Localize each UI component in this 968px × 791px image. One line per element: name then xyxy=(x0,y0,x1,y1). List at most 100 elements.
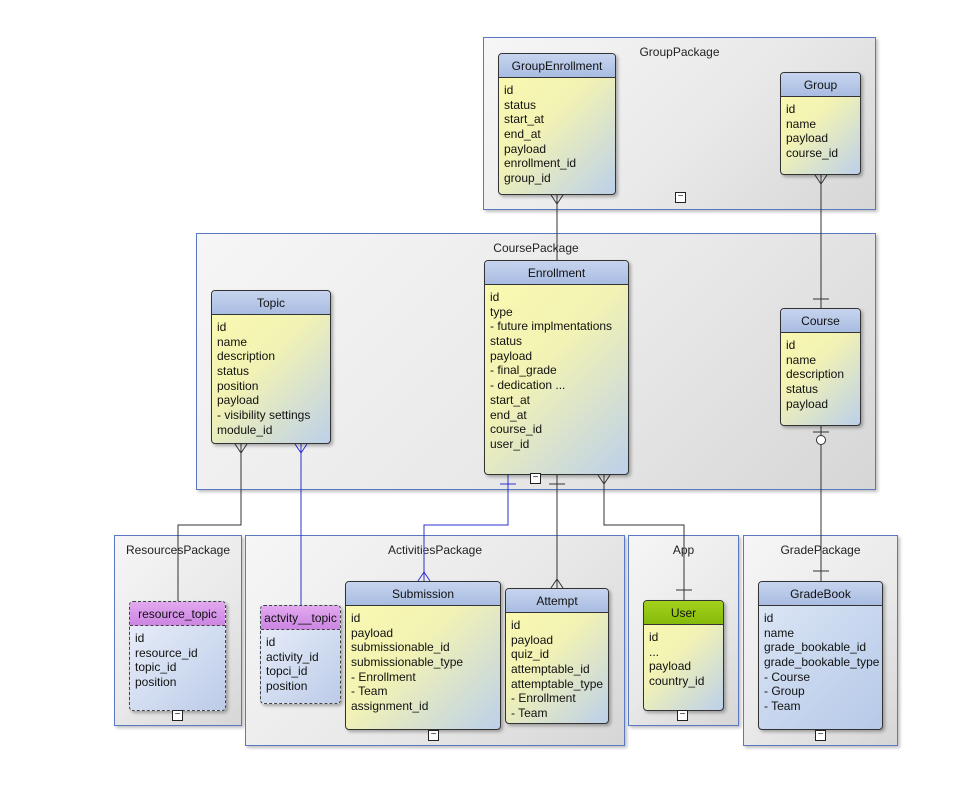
group-package-collapse-button[interactable]: − xyxy=(675,192,686,203)
entity-attribute: id xyxy=(786,338,796,352)
entity-header: Enrollment xyxy=(485,261,628,285)
entity-attribute: name xyxy=(764,625,795,640)
entity-attribute: - visibility settings xyxy=(217,408,311,423)
entity-attribute: id xyxy=(649,630,659,644)
entity-attribute: - dedication ... xyxy=(490,378,566,393)
entity-attribute: id xyxy=(135,631,145,645)
link-topic-resourcetopic xyxy=(177,444,242,601)
entity-attribute: payload xyxy=(504,141,547,156)
entity-header: Group xyxy=(781,73,860,97)
entity-attribute: module_id xyxy=(217,422,273,437)
entity-attribute: - future implmentations xyxy=(490,319,613,334)
entity-header: Topic xyxy=(212,291,330,315)
crowfoot-groupenrollment xyxy=(550,194,564,205)
entity-attribute: - final_grade xyxy=(490,363,557,378)
entity-attribute: name xyxy=(786,352,817,367)
app-package-title: App xyxy=(672,543,695,557)
entity-attribute: - Enrollment xyxy=(351,669,416,684)
circle-course-bottom xyxy=(816,435,826,445)
entity-attribute: position xyxy=(266,679,308,694)
entity-attribute: payload xyxy=(786,396,829,411)
entity-attribute: status xyxy=(504,97,537,112)
entity-attribute: id xyxy=(490,290,500,304)
activities-package-collapse-button[interactable]: − xyxy=(428,730,439,741)
entity-header: resource_topic xyxy=(130,602,225,626)
entity-attribute: end_at xyxy=(490,407,527,422)
entity-attribute: type xyxy=(490,304,513,319)
entity-attribute: status xyxy=(490,334,523,349)
entity-attribute: id xyxy=(504,83,514,97)
entity-header: Course xyxy=(781,309,860,333)
entity-attribute: id xyxy=(217,320,227,334)
link-enrollment-submission xyxy=(423,475,509,581)
entity-attribute: assignment_id xyxy=(351,699,429,714)
entity-attribute: payload xyxy=(786,131,829,146)
entity-attribute: attemptable_type xyxy=(511,676,604,691)
entity-attribute: ... xyxy=(649,644,660,659)
entity-attribute: - Team xyxy=(764,699,801,714)
entity-header: Submission xyxy=(346,582,500,606)
entity-attribute: id xyxy=(266,635,276,649)
entity-attribute: start_at xyxy=(490,392,531,407)
entity-attribute: status xyxy=(217,364,250,379)
entity-attribute: - Group xyxy=(764,684,805,699)
entity-header: Attempt xyxy=(506,589,608,613)
entity-header: actvity__topic xyxy=(261,606,340,630)
entity-attribute: grade_bookable_type xyxy=(764,655,880,670)
entity-attribute: payload xyxy=(511,632,554,647)
entity-attribute: payload xyxy=(490,348,533,363)
entity-attribute: start_at xyxy=(504,112,545,127)
crowfoot-group xyxy=(814,174,828,185)
entity-attribute: course_id xyxy=(490,422,543,437)
entity-attribute: payload xyxy=(649,659,692,674)
crowfoot-topic-right xyxy=(294,443,308,454)
entity-attribute: id xyxy=(764,611,774,625)
group-package-title: GroupPackage xyxy=(639,45,720,59)
entity-attribute: enrollment_id xyxy=(504,156,577,171)
entity-attribute: id xyxy=(786,102,796,116)
entity-attribute: - Enrollment xyxy=(511,691,576,706)
entity-attribute: payload xyxy=(217,393,260,408)
entity-attribute: - Team xyxy=(511,706,548,721)
app-package-collapse-button[interactable]: − xyxy=(677,710,688,721)
entity-attribute: id xyxy=(351,611,361,625)
entity-attribute: description xyxy=(217,349,276,364)
resources-package-collapse-button[interactable]: − xyxy=(172,710,183,721)
crowfoot-submission xyxy=(417,571,431,582)
entity-attribute: quiz_id xyxy=(511,647,550,662)
entity-attribute: position xyxy=(217,378,259,393)
entity-attribute: country_id xyxy=(649,674,705,689)
entity-header: User xyxy=(644,601,723,625)
entity-attribute: activity_id xyxy=(266,649,319,664)
crowfoot-attempt xyxy=(550,578,564,589)
entity-attribute: topci_id xyxy=(266,664,308,679)
grade-package-collapse-button[interactable]: − xyxy=(815,730,826,741)
entity-attribute: id xyxy=(511,618,521,632)
entity-attribute: - Course xyxy=(764,669,811,684)
entity-header: GroupEnrollment xyxy=(499,54,615,78)
entity-attribute: payload xyxy=(351,625,394,640)
entity-attribute: course_id xyxy=(786,146,839,161)
course-package-collapse-button[interactable]: − xyxy=(530,473,541,484)
